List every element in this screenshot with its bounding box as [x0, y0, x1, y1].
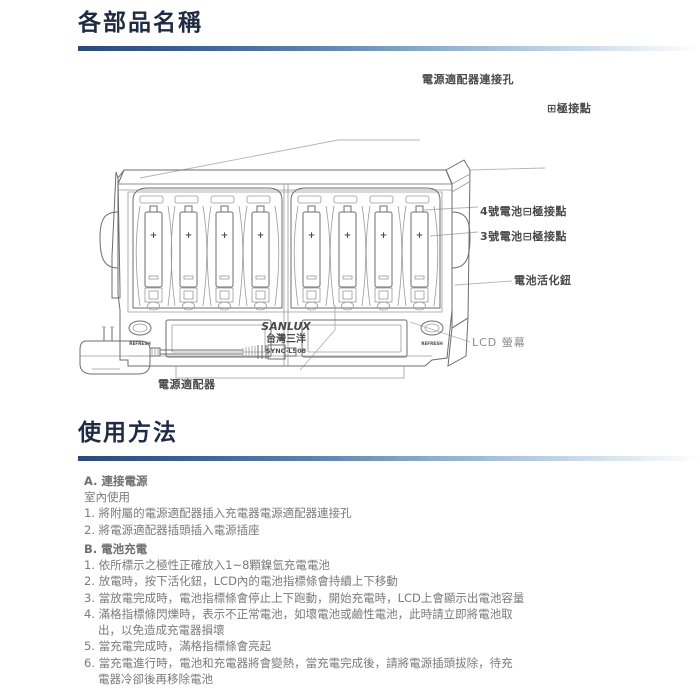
battery-slot-group-right: + + — [290, 187, 441, 311]
charger-body — [99, 159, 471, 379]
battery-slot: + — [135, 195, 173, 311]
lcd-screen-right — [301, 319, 408, 358]
svg-text:+: + — [416, 231, 424, 241]
svg-text:+: + — [185, 231, 193, 241]
page-title: 各部品名稱 — [78, 10, 203, 36]
battery-slot: + — [401, 195, 439, 311]
callout-aa-negative: 3號電池⊟極接點 — [480, 230, 567, 243]
battery-slot: + — [329, 195, 367, 311]
callout-plus-terminal: ⊞極接點 — [547, 102, 592, 115]
usage-group-a: A. 連接電源 室內使用 1. 將附屬的電源適配器插入充電器電源適配器連接孔 2… — [84, 473, 352, 538]
brand-name: SANLUX — [261, 320, 311, 333]
usage-title: 使用方法 — [78, 420, 178, 446]
usage-group-a-heading: A. 連接電源 — [84, 474, 148, 488]
lcd-screen-left — [165, 319, 272, 358]
usage-item: 5. 當充電完成時，滿格指標條會亮起 — [84, 639, 272, 654]
battery-slot: + — [170, 195, 208, 311]
callout-refresh-button: 電池活化鈕 — [514, 274, 572, 287]
refresh-button-right: REFRESH — [420, 320, 444, 346]
battery-slot-group-left: + + — [132, 187, 283, 311]
svg-text:+: + — [308, 231, 316, 241]
usage-item: 6. 當充電進行時，電池和充電器將會變熱，當充電完成後，請將電源插頭拔除，待充 — [84, 655, 513, 670]
section-heading-parts: 各部品名稱 — [78, 8, 700, 51]
usage-item-continuation: 電器冷卻後再移除電池 — [98, 672, 213, 687]
power-adapter-illustration — [79, 326, 297, 375]
usage-divider — [78, 456, 700, 461]
svg-text:+: + — [257, 231, 265, 241]
battery-slot: + — [242, 195, 280, 311]
usage-group-a-note: 室內使用 — [84, 490, 130, 504]
charger-diagram: + + — [0, 60, 700, 400]
svg-text:+: + — [150, 231, 158, 241]
svg-text:REFRESH: REFRESH — [129, 341, 151, 346]
callout-dc-jack: 電源適配器連接孔 — [422, 73, 514, 86]
svg-text:+: + — [344, 231, 352, 241]
section-heading-usage: 使用方法 — [78, 418, 700, 461]
callout-aaa-negative: 4號電池⊟極接點 — [480, 205, 567, 218]
heading-divider — [78, 46, 700, 51]
usage-item: 3. 當放電完成時，電池指標條會停止上下跑動，開始充電時，LCD上會顯示出電池容… — [84, 590, 525, 605]
usage-item: 2. 放電時，按下活化鈕，LCD內的電池指標條會持續上下移動 — [84, 574, 398, 589]
brand-name-cn: 台灣三洋 — [266, 332, 306, 345]
brand-block: SANLUX 台灣三洋 SYNC-LS08 — [261, 320, 311, 355]
usage-item: 1. 依所標示之極性正確放入1~8顆鎳氫充電電池 — [84, 558, 330, 572]
model-number: SYNC-LS08 — [266, 347, 307, 355]
usage-group-b: B. 電池充電 1. 依所標示之極性正確放入1~8顆鎳氫充電電池 2. 放電時，… — [84, 541, 524, 687]
svg-text:+: + — [380, 231, 388, 241]
callout-power-adapter: 電源適配器 — [158, 378, 216, 391]
battery-slot: + — [293, 195, 331, 311]
battery-slot: + — [206, 195, 244, 311]
usage-item: 1. 將附屬的電源適配器插入充電器電源適配器連接孔 — [84, 506, 352, 521]
refresh-button-left: REFRESH — [128, 320, 152, 346]
usage-item-continuation: 出，以免造成充電器損壞 — [98, 623, 225, 638]
svg-text:+: + — [221, 231, 229, 241]
leader-lines — [139, 139, 546, 371]
svg-text:REFRESH: REFRESH — [421, 341, 443, 346]
usage-group-b-heading: B. 電池充電 — [84, 542, 148, 556]
usage-item: 4. 滿格指標條閃爍時，表示不正常電池，如壞電池或鹼性電池，此時請立即將電池取 — [84, 606, 513, 621]
battery-slot: + — [365, 195, 403, 311]
callout-lcd-screen: LCD 螢幕 — [472, 336, 526, 349]
usage-item: 2. 將電源適配器插頭插入電源插座 — [84, 522, 260, 537]
